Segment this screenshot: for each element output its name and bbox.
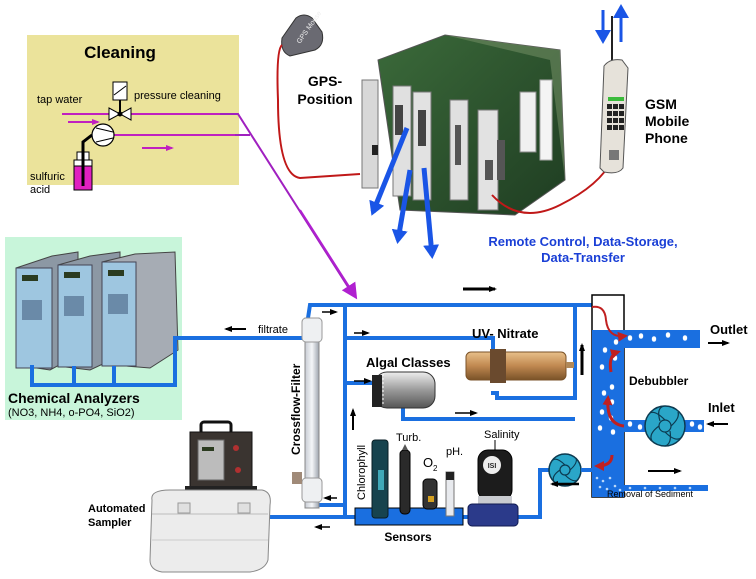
remote-label-line2: Data-Transfer (541, 250, 625, 265)
gps-mouse-icon: GPS Mouse (281, 10, 323, 57)
oxygen-subscript: 2 (433, 464, 438, 473)
gps-label-line2: Position (297, 91, 352, 107)
sediment-channel (624, 485, 708, 491)
sensors-label: Sensors (384, 530, 432, 544)
gsm-phone-icon (599, 16, 629, 174)
flow-arrow-icon (608, 349, 621, 373)
chemical-analyzers-subtitle: (NO3, NH4, o-PO4, SiO2) (8, 407, 135, 419)
gsm-label-line2: Mobile (645, 113, 690, 129)
algal-classes-label: Algal Classes (366, 355, 451, 370)
ph-label: pH. (446, 446, 463, 458)
sulfuric-acid-bottle-icon (73, 133, 93, 191)
inlet-pump-icon (644, 405, 686, 447)
sampler-label-line2: Sampler (88, 517, 132, 529)
chemical-analyzer-units (15, 251, 179, 371)
sediment-label: Removal of Sediment (607, 489, 694, 499)
remote-label-line1: Remote Control, Data-Storage, (488, 234, 677, 249)
computer-rack-icon (361, 34, 566, 216)
analyzer-feed-pipe (30, 336, 318, 387)
uv-nitrate-label: UV- Nitrate (472, 326, 538, 341)
data-arrow-icon (421, 167, 440, 259)
gps-cable (276, 44, 361, 180)
data-arrow-icon (369, 127, 410, 216)
automated-sampler-icon (149, 420, 271, 573)
gsm-label-line1: GSM (645, 96, 677, 112)
pressure-cleaning-label: pressure cleaning (134, 90, 221, 102)
turbidity-label: Turb. (396, 432, 421, 444)
gsm-cable (491, 159, 613, 214)
analyzer-unit-icon (101, 251, 179, 369)
sample-pump-icon (548, 453, 582, 487)
salinity-sensor-icon: ISI (467, 440, 519, 527)
sampler-label-line1: Automated (88, 503, 145, 515)
chlorophyll-sensor-icon (371, 439, 389, 519)
salinity-label: Salinity (484, 429, 520, 441)
solenoid-valve-icon (108, 81, 132, 121)
crossflow-filter-icon (292, 317, 323, 509)
salinity-brand-text: ISI (488, 463, 497, 470)
gps-label-line1: GPS- (308, 73, 343, 89)
data-arrows (369, 127, 440, 259)
uv-nitrate-sensor-icon (465, 349, 574, 383)
cleaning-title: Cleaning (84, 43, 156, 62)
chlorophyll-label: Chlorophyll (356, 445, 368, 500)
cleaning-diagram: Cleaning tap water pressure cleaning sul… (30, 43, 235, 196)
turbidity-sensor-icon (399, 444, 411, 515)
cleaning-feed-line (220, 113, 358, 300)
acid-label: acid (30, 184, 50, 196)
debubbler-vessel (591, 294, 708, 498)
oxygen-sensor-icon (422, 478, 438, 510)
cleaning-inflow-arrow-icon (299, 209, 358, 300)
sulfuric-label: sulfuric (30, 171, 65, 183)
crossflow-filter-label: Crossflow-Filter (289, 363, 303, 455)
flow-arrow-icon (594, 454, 614, 471)
debubbler-label: Debubbler (629, 374, 689, 388)
inlet-label: Inlet (708, 400, 735, 415)
oxygen-label: O (423, 455, 433, 470)
data-arrow-icon (391, 169, 413, 244)
outlet-channel (624, 330, 700, 348)
flow-arrow-icon (602, 395, 625, 428)
tap-water-label: tap water (37, 94, 83, 106)
acid-pump-icon (91, 123, 115, 147)
ph-sensor-icon (445, 471, 455, 517)
filtrate-label: filtrate (258, 324, 288, 336)
cleaning-panel (27, 35, 239, 185)
gsm-label-line3: Phone (645, 130, 688, 146)
sediment-particles (595, 476, 692, 492)
algal-classes-sensor-icon (372, 371, 436, 409)
chemical-analyzers-title: Chemical Analyzers (8, 390, 140, 406)
outlet-label: Outlet (710, 322, 748, 337)
flow-arrow-icon (591, 305, 628, 342)
